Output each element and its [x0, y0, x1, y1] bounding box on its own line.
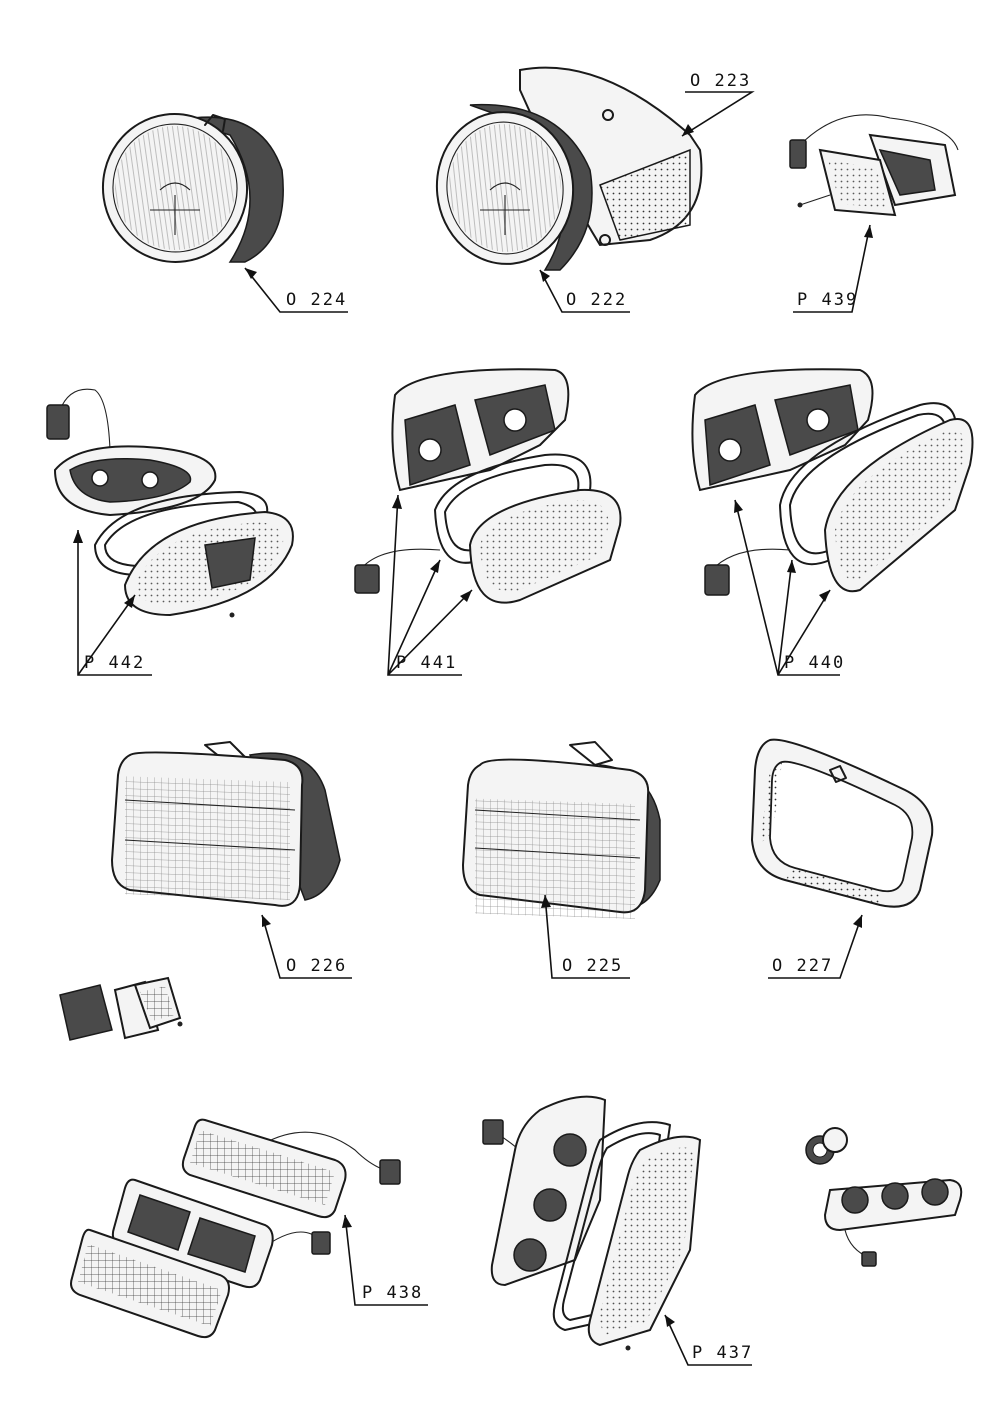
vertical-tail-lamp-exploded-icon: [482, 1095, 702, 1351]
oval-headlamp-with-housing-icon: [435, 66, 703, 271]
callout-label-P441: P 441: [396, 653, 457, 673]
callout-0222: O 222: [539, 269, 630, 313]
callout-label-0223: O 223: [690, 71, 751, 91]
callout-label-P440: P 440: [784, 653, 845, 673]
callout-0223: O 223: [681, 71, 755, 137]
callout-label-0226: O 226: [286, 956, 347, 976]
callout-label-P437: P 437: [692, 1343, 753, 1363]
callout-label-0227: O 227: [772, 956, 833, 976]
callout-label-P439: P 439: [797, 290, 858, 310]
bulb-holder-plate-icon: [805, 1127, 963, 1267]
callout-0226: O 226: [261, 914, 352, 979]
rectangular-headlamp-icon: [110, 741, 341, 907]
callout-label-0222: O 222: [566, 290, 627, 310]
callout-P437: P 437: [664, 1314, 753, 1366]
rectangular-headlamp-icon: [461, 741, 661, 920]
callout-label-P442: P 442: [84, 653, 145, 673]
callout-P438: P 438: [342, 1214, 428, 1306]
callout-P442: P 442: [73, 530, 152, 676]
callout-P439: P 439: [793, 224, 873, 313]
tail-lamp-large-exploded-icon: [691, 368, 974, 596]
callout-P441: P 441: [387, 494, 473, 676]
oval-tail-lamp-exploded-icon: [46, 388, 294, 618]
plate-lamp-icon: [59, 976, 183, 1041]
callout-label-0224: O 224: [286, 290, 347, 310]
front-indicator-exploded-icon: [70, 1118, 401, 1339]
headlamp-bezel-icon: [750, 738, 934, 908]
callout-0225: O 225: [541, 894, 630, 979]
tail-lamp-exploded-icon: [354, 368, 622, 604]
side-marker-lamp-icon: [789, 114, 959, 217]
callout-0224: O 224: [244, 267, 348, 313]
callout-P440: P 440: [734, 499, 845, 676]
callout-label-P438: P 438: [362, 1283, 423, 1303]
callout-0227: O 227: [768, 914, 863, 979]
oval-headlamp-icon: [101, 113, 284, 263]
callout-label-0225: O 225: [562, 956, 623, 976]
